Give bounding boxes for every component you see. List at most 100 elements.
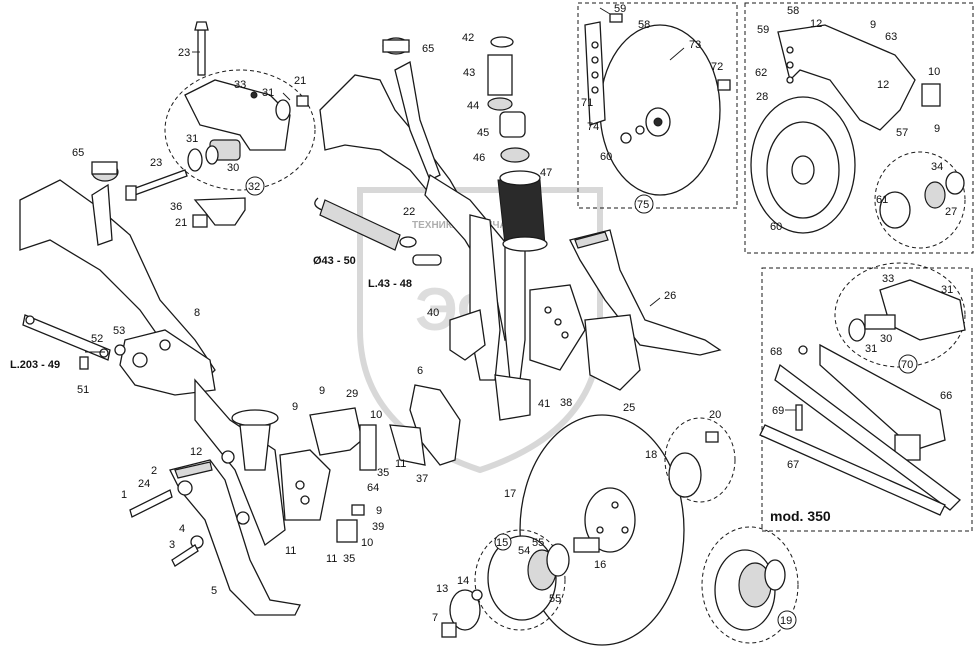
- link-plate: [412, 254, 442, 266]
- label-58b: 58: [787, 5, 799, 17]
- label-65b: 65: [422, 43, 434, 55]
- label-30b: 30: [880, 333, 892, 345]
- inset-box-gauge-wheel: [744, 2, 974, 254]
- label-70: 70: [901, 359, 913, 371]
- label-41: 41: [538, 398, 550, 410]
- label-75: 75: [637, 199, 649, 211]
- label-69: 69: [772, 405, 784, 417]
- side-scraper: [389, 374, 531, 466]
- label-52: 52: [91, 333, 103, 345]
- label-35a: 35: [377, 467, 389, 479]
- label-53: 53: [113, 325, 125, 337]
- label-66: 66: [940, 390, 952, 402]
- leader-lines: [85, 7, 796, 411]
- mod350-assembly: [759, 262, 966, 516]
- label-10b: 10: [361, 537, 373, 549]
- label-10a: 10: [370, 409, 382, 421]
- label-20: 20: [709, 409, 721, 421]
- callout-19: [777, 610, 797, 630]
- link-bar: [22, 314, 126, 370]
- label-12c: 12: [877, 79, 889, 91]
- label-62: 62: [755, 67, 767, 79]
- label-30: 30: [227, 162, 239, 174]
- scraper-right: [569, 229, 722, 391]
- label-72: 72: [711, 61, 723, 73]
- hub-assembly-15: [474, 529, 600, 631]
- inset-model-label: mod. 350: [770, 508, 831, 524]
- label-33b: 33: [882, 273, 894, 285]
- label-31c: 31: [941, 284, 953, 296]
- hub-assembly-19: [701, 526, 799, 644]
- label-40: 40: [427, 307, 439, 319]
- label-29: 29: [346, 388, 358, 400]
- label-15: 15: [496, 537, 508, 549]
- label-59a: 59: [614, 3, 626, 15]
- cap-13: [441, 589, 483, 638]
- label-6: 6: [417, 365, 423, 377]
- inset-box-mod350: [761, 267, 973, 532]
- label-9a: 9: [319, 385, 325, 397]
- label-37: 37: [416, 473, 428, 485]
- label-4: 4: [179, 523, 185, 535]
- label-54: 54: [518, 545, 530, 557]
- label-27: 27: [945, 206, 957, 218]
- label-5: 5: [211, 585, 217, 597]
- opener-disc: [519, 414, 685, 646]
- label-74: 74: [587, 121, 599, 133]
- label-60a: 60: [600, 151, 612, 163]
- label-34: 34: [931, 161, 943, 173]
- label-23a: 23: [178, 47, 190, 59]
- label-59b: 59: [757, 24, 769, 36]
- center-bracket: [449, 284, 586, 371]
- label-67: 67: [787, 459, 799, 471]
- callout-32: [245, 176, 265, 196]
- label-D43: Ø43 - 50: [313, 255, 356, 267]
- label-12b: 12: [810, 18, 822, 30]
- label-9e: 9: [934, 123, 940, 135]
- press-wheel: [584, 13, 731, 196]
- label-25: 25: [623, 402, 635, 414]
- label-10c: 10: [928, 66, 940, 78]
- label-46: 46: [473, 152, 485, 164]
- label-21a: 21: [294, 75, 306, 87]
- tension-spring: [314, 197, 417, 251]
- label-9b: 9: [292, 401, 298, 413]
- label-68: 68: [770, 346, 782, 358]
- label-39: 39: [372, 521, 384, 533]
- label-63: 63: [885, 31, 897, 43]
- label-L43: L.43 - 48: [368, 278, 412, 290]
- label-31d: 31: [865, 343, 877, 355]
- label-38: 38: [560, 397, 572, 409]
- label-61: 61: [876, 194, 888, 206]
- label-55b: 55: [549, 593, 561, 605]
- label-28: 28: [756, 91, 768, 103]
- part-labels: 23 33 21 31 31 30 32 65 23 36 21 8 53 52…: [10, 3, 957, 630]
- label-44: 44: [467, 100, 479, 112]
- label-7: 7: [432, 612, 438, 624]
- label-L203: L.203 - 49: [10, 359, 60, 371]
- label-65a: 65: [72, 147, 84, 159]
- label-2: 2: [151, 465, 157, 477]
- label-18: 18: [645, 449, 657, 461]
- label-60b: 60: [770, 221, 782, 233]
- label-11b: 11: [285, 545, 296, 557]
- label-14: 14: [457, 575, 469, 587]
- label-36: 36: [170, 201, 182, 213]
- callout-15: [494, 533, 512, 551]
- label-35b: 35: [343, 553, 355, 565]
- label-64: 64: [367, 482, 379, 494]
- label-8: 8: [194, 307, 200, 319]
- center-upper-arm: [319, 37, 521, 381]
- label-16: 16: [594, 559, 606, 571]
- label-57: 57: [896, 127, 908, 139]
- label-58a: 58: [638, 19, 650, 31]
- label-19: 19: [780, 615, 792, 627]
- label-51: 51: [77, 384, 89, 396]
- label-43: 43: [463, 67, 475, 79]
- scraper-blade: [129, 450, 301, 616]
- pivot-bracket-assembly: [164, 21, 316, 228]
- label-12a: 12: [190, 446, 202, 458]
- label-1: 1: [121, 489, 127, 501]
